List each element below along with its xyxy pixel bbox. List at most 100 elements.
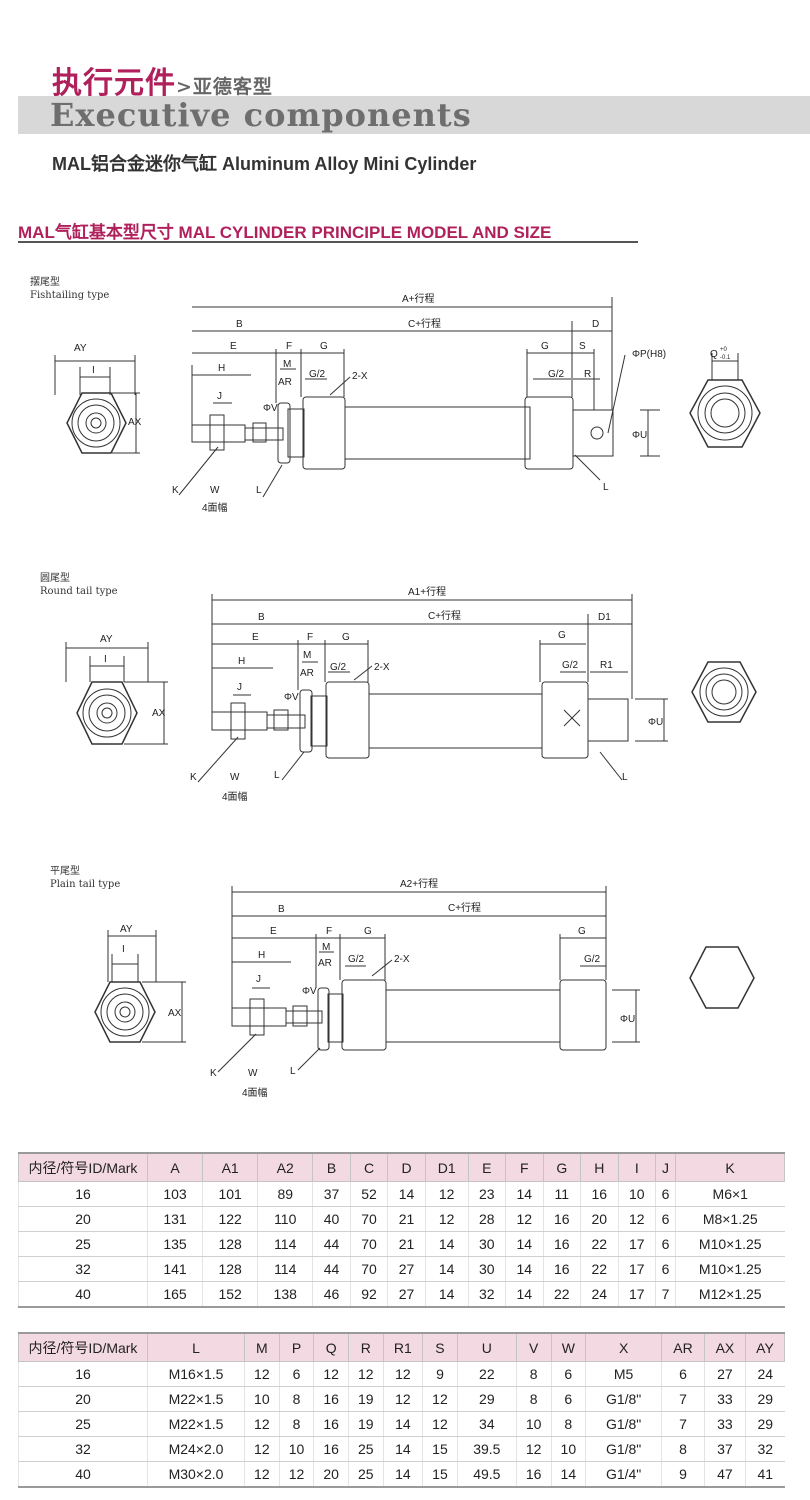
round-label-cn: 圆尾型 — [40, 573, 70, 584]
page-title-cn: 执行元件>亚德客型 — [52, 66, 273, 101]
table-cell: 22 — [456, 1361, 517, 1387]
table-cell: 25 — [347, 1436, 384, 1462]
table-header-cell: AR — [661, 1332, 705, 1362]
table-cell: 8 — [661, 1436, 705, 1462]
fishtail-dim-p: ΦP(H8) — [632, 349, 666, 360]
table-cell: G1/4" — [585, 1461, 662, 1488]
fishtail-dim-f: F — [286, 341, 292, 352]
table-header-cell: H — [580, 1152, 619, 1182]
table-cell: 8 — [278, 1411, 314, 1437]
round-dim-e: E — [252, 632, 259, 643]
round-dim-ay: AY — [100, 634, 113, 645]
fishtail-side-view — [178, 297, 660, 498]
table-cell: 12 — [382, 1361, 423, 1387]
round-dim-m: M — [303, 650, 311, 661]
fishtail-dim-g2-rear: G/2 — [548, 369, 565, 380]
fishtail-dim-s: S — [579, 341, 586, 352]
table-cell: 128 — [202, 1256, 258, 1282]
table-header-row: 内径/符号ID/Mark A A1 A2 B C D D1 E F G H I … — [18, 1152, 785, 1182]
table-cell: 17 — [617, 1231, 656, 1257]
plain-dim-ar: AR — [318, 958, 332, 969]
table-cell: 70 — [349, 1256, 388, 1282]
dimension-table-2: 内径/符号ID/Mark L M P Q R R1 S U V W X AR A… — [18, 1332, 785, 1488]
table-cell: 8 — [515, 1361, 551, 1387]
table-header-cell: A2 — [257, 1152, 314, 1182]
round-dim-ar: AR — [300, 668, 314, 679]
round-dim-width-across: 4面幅 — [222, 790, 248, 803]
round-end-view — [691, 661, 757, 723]
round-dim-g2-rear: G/2 — [562, 660, 579, 671]
table-cell: 37 — [703, 1436, 746, 1462]
table-cell: 9 — [422, 1361, 458, 1387]
table-cell: 12 — [617, 1206, 656, 1232]
fishtail-dim-u: ΦU — [632, 430, 647, 441]
plain-drawing: A2+行程 B C+行程 E F G G M H AR G/2 G/2 2-X … — [94, 877, 755, 1099]
table-cell: 6 — [655, 1181, 676, 1207]
table-header-row: 内径/符号ID/Mark L M P Q R R1 S U V W X AR A… — [18, 1332, 785, 1362]
table-cell: 14 — [424, 1281, 469, 1308]
table-cell: 152 — [202, 1281, 258, 1308]
round-dim-i: I — [104, 654, 107, 665]
plain-dim-g: G — [364, 926, 372, 937]
table-header-cell: X — [585, 1332, 663, 1362]
table-cell: 141 — [146, 1256, 203, 1282]
table-cell: 138 — [257, 1281, 313, 1308]
round-dim-g-rear: G — [558, 630, 566, 641]
round-label-en: Round tail type — [40, 586, 118, 597]
table-cell: 114 — [257, 1231, 313, 1257]
table-cell: 17 — [617, 1281, 656, 1308]
fishtail-dim-ax: AX — [128, 417, 142, 428]
table-cell: 16 — [542, 1231, 581, 1257]
fishtail-dim-m: M — [283, 359, 291, 370]
table-cell: 39.5 — [456, 1436, 517, 1462]
table-cell: 25 — [18, 1231, 148, 1257]
round-dim-ax: AX — [152, 708, 166, 719]
table-cell: 12 — [278, 1461, 314, 1488]
table-cell: 12 — [424, 1206, 469, 1232]
plain-dim-k: K — [210, 1068, 217, 1079]
plain-label-cn: 平尾型 — [50, 866, 80, 877]
fishtail-dim-g: G — [320, 341, 328, 352]
fishtail-drawing: A+行程 B C+行程 D E F G G S M H AR G/2 G/2 2… — [54, 292, 761, 514]
table-cell: M22×1.5 — [147, 1386, 245, 1412]
table-cell: 6 — [655, 1231, 676, 1257]
table-cell: 7 — [655, 1281, 676, 1308]
section-underline — [18, 241, 638, 243]
table-cell: G1/8" — [585, 1386, 662, 1412]
fishtail-dim-r: R — [584, 369, 591, 380]
table-cell: 28 — [467, 1206, 506, 1232]
fishtail-dim-q-tol-upper: +0 — [720, 347, 728, 353]
table-cell: 103 — [146, 1181, 203, 1207]
plain-dim-m: M — [322, 942, 330, 953]
plain-dim-ax: AX — [168, 1008, 182, 1019]
plain-dim-b: B — [278, 904, 285, 915]
table-cell: 22 — [542, 1281, 581, 1308]
table-cell: 10 — [515, 1411, 551, 1437]
plain-dim-stroke: C+行程 — [448, 901, 481, 914]
table-cell: 17 — [617, 1256, 656, 1282]
table-cell: 20 — [18, 1386, 148, 1412]
fishtail-dim-e: E — [230, 341, 237, 352]
fishtail-dim-q: Q — [710, 349, 718, 360]
table-cell: 44 — [312, 1231, 351, 1257]
table-cell: 20 — [580, 1206, 619, 1232]
plain-dim-v: ΦV — [302, 986, 317, 997]
table-cell: 128 — [202, 1231, 258, 1257]
table-cell: M5 — [585, 1361, 662, 1387]
table-cell: 27 — [387, 1281, 426, 1308]
table-header-cell: C — [349, 1152, 389, 1182]
table-cell: 6 — [550, 1361, 586, 1387]
table-cell: 27 — [387, 1256, 426, 1282]
page-title-cn-sub: >亚德客型 — [176, 76, 273, 98]
table-cell: 25 — [347, 1461, 384, 1488]
table-cell: 52 — [349, 1181, 388, 1207]
table-header-cell: P — [278, 1332, 315, 1362]
fishtail-dim-ay: AY — [74, 343, 87, 354]
table-cell: 40 — [18, 1281, 148, 1308]
page-title-en: Executive components — [50, 96, 472, 134]
